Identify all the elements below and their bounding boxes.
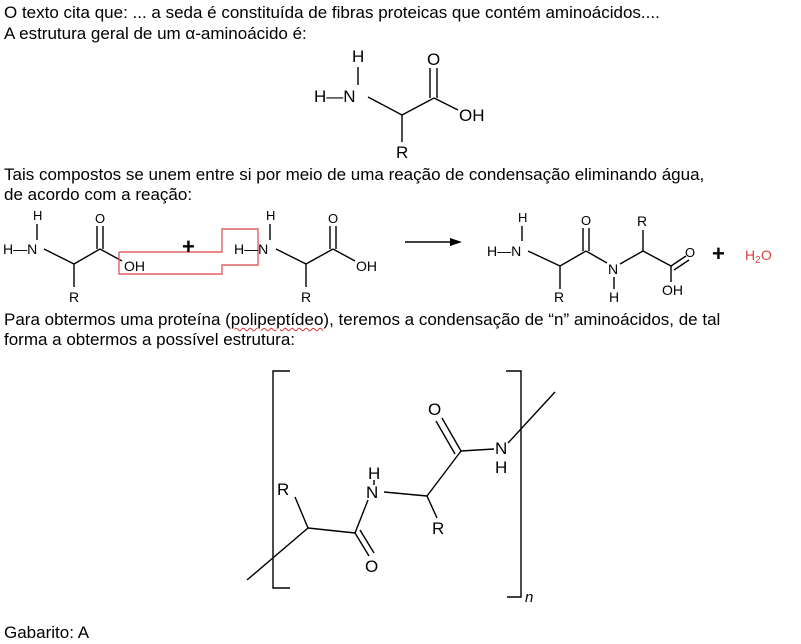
polymer-bond-start <box>246 527 309 581</box>
reaction-prod-bond-c-n <box>585 250 608 264</box>
reaction-mid-o: O <box>328 211 338 226</box>
reaction-prod-nh: H <box>609 289 619 305</box>
polymer-bond-ca1-c1 <box>307 527 356 534</box>
polymer-r1: R <box>277 480 289 499</box>
reaction-left-o: O <box>95 211 105 226</box>
aminoacid-h: H <box>352 47 364 66</box>
reaction-prod-bond-ca2-c <box>642 250 672 267</box>
polymer-bond-c2-n2 <box>460 448 495 452</box>
reaction-mid-h: H <box>266 208 275 223</box>
reaction-plus-water: + <box>712 241 725 266</box>
reaction-prod-bond-co2-2 <box>673 259 690 271</box>
reaction-prod-hn: H—N <box>487 243 521 259</box>
polymer-bond-ca2-r2 <box>426 495 438 519</box>
reaction-mid-oh: OH <box>356 258 377 274</box>
polymer-bond-end <box>507 391 556 444</box>
polymer-o2: O <box>428 400 441 419</box>
reaction-prod-h: H <box>518 210 527 225</box>
polymer-h1: H <box>368 464 380 483</box>
reaction-middle-aminoacid: H H—N O OH R <box>234 208 377 305</box>
reaction-prod-o1: O <box>581 213 591 228</box>
polymer-subscript-n: n <box>525 589 533 606</box>
reaction-prod-bond-n-ca2 <box>619 250 644 265</box>
polymer-o1: O <box>365 557 378 576</box>
reaction-prod-bond-co2-1 <box>670 255 687 267</box>
reaction-prod-n: N <box>608 261 618 277</box>
reaction-prod-oh: OH <box>662 282 683 298</box>
reaction-mid-bond-n-ca <box>275 248 307 265</box>
text-protein-pre: Para obtermos uma proteína ( <box>4 310 231 329</box>
polymer-structure: n R O N H R O N H <box>246 370 556 606</box>
reaction-left-oh: OH <box>124 258 145 274</box>
polymer-bond-c1-o1-a <box>354 532 370 557</box>
text-line-reaction-intro: de acordo com a reação: <box>4 185 193 204</box>
water-elimination-highlight <box>118 228 259 275</box>
reaction-prod-r1: R <box>554 289 564 305</box>
polymer-bracket-right <box>506 370 522 598</box>
reaction-left-bond-ca-c <box>73 248 101 265</box>
aminoacid-r: R <box>396 143 408 162</box>
aminoacid-bond-n-ca <box>367 96 403 116</box>
spellcheck-word-polipeptideo: polipeptídeo <box>230 310 324 329</box>
polymer-bond-c1-o1-b <box>359 529 375 554</box>
text-line-protein: Para obtermos uma proteína (polipeptídeo… <box>4 310 720 330</box>
text-line-condensation: Tais compostos se unem entre si por meio… <box>4 165 705 184</box>
reaction-left-r: R <box>69 289 79 305</box>
aminoacid-oh: OH <box>459 106 485 125</box>
text-protein-post: ), teremos a condensação de “n” aminoáci… <box>323 310 721 329</box>
aminoacid-structure: H H—N O OH R <box>314 47 485 162</box>
text-line-general-structure: A estrutura geral de um α-aminoácido é: <box>4 24 307 43</box>
polymer-bond-n1-ca2 <box>383 491 428 497</box>
polymer-n1: N <box>366 483 378 502</box>
reaction-product-dipeptide: H H—N R O N H R O OH <box>487 210 695 305</box>
reaction-arrow-head <box>450 238 462 246</box>
reaction-mid-r: R <box>301 289 311 305</box>
polymer-bond-c1-n1 <box>354 499 369 534</box>
reaction-mid-bond-c-oh <box>332 248 356 262</box>
water-h: H <box>745 247 755 263</box>
water-o: O <box>761 247 772 263</box>
reaction-mid-bond-ca-c <box>305 248 334 265</box>
reaction-left-hn: H—N <box>3 241 37 257</box>
reaction-left-bond-n-ca <box>43 248 75 265</box>
polymer-bracket-left <box>272 370 290 589</box>
water-subscript: 2 <box>755 255 761 266</box>
water-formula: H 2 O <box>745 247 772 266</box>
aminoacid-o: O <box>427 50 440 69</box>
reaction-prod-bond-ca1-c <box>559 250 587 267</box>
reaction-prod-r2: R <box>637 213 647 229</box>
polymer-h2: H <box>495 458 507 477</box>
polymer-r2: R <box>432 519 444 538</box>
aminoacid-hn: H—N <box>314 87 356 106</box>
reaction-prod-bond-n-ca1 <box>527 250 561 267</box>
aminoacid-bond-ca-c <box>401 97 435 116</box>
aminoacid-bond-c-oh <box>433 97 459 111</box>
polymer-bond-ca1-r <box>294 496 309 529</box>
reaction-arrow <box>405 238 462 246</box>
reaction-left-h: H <box>33 208 42 223</box>
reaction-mid-hn: H—N <box>234 241 268 257</box>
answer-key: Gabarito: A <box>4 623 90 642</box>
polymer-bond-c2-o2-a <box>441 417 462 452</box>
polymer-n2: N <box>495 439 507 458</box>
reaction-plus: + <box>182 234 195 259</box>
reaction-prod-o2: O <box>685 245 695 260</box>
reaction-left-aminoacid: H H—N O OH R <box>3 208 145 305</box>
text-line-intro: O texto cita que: ... a seda é constituí… <box>4 3 660 22</box>
polymer-bond-ca2-c2 <box>426 450 462 497</box>
text-line-possible-structure: forma a obtermos a possível estrutura: <box>4 330 296 349</box>
polymer-bond-c2-o2-b <box>435 420 456 455</box>
